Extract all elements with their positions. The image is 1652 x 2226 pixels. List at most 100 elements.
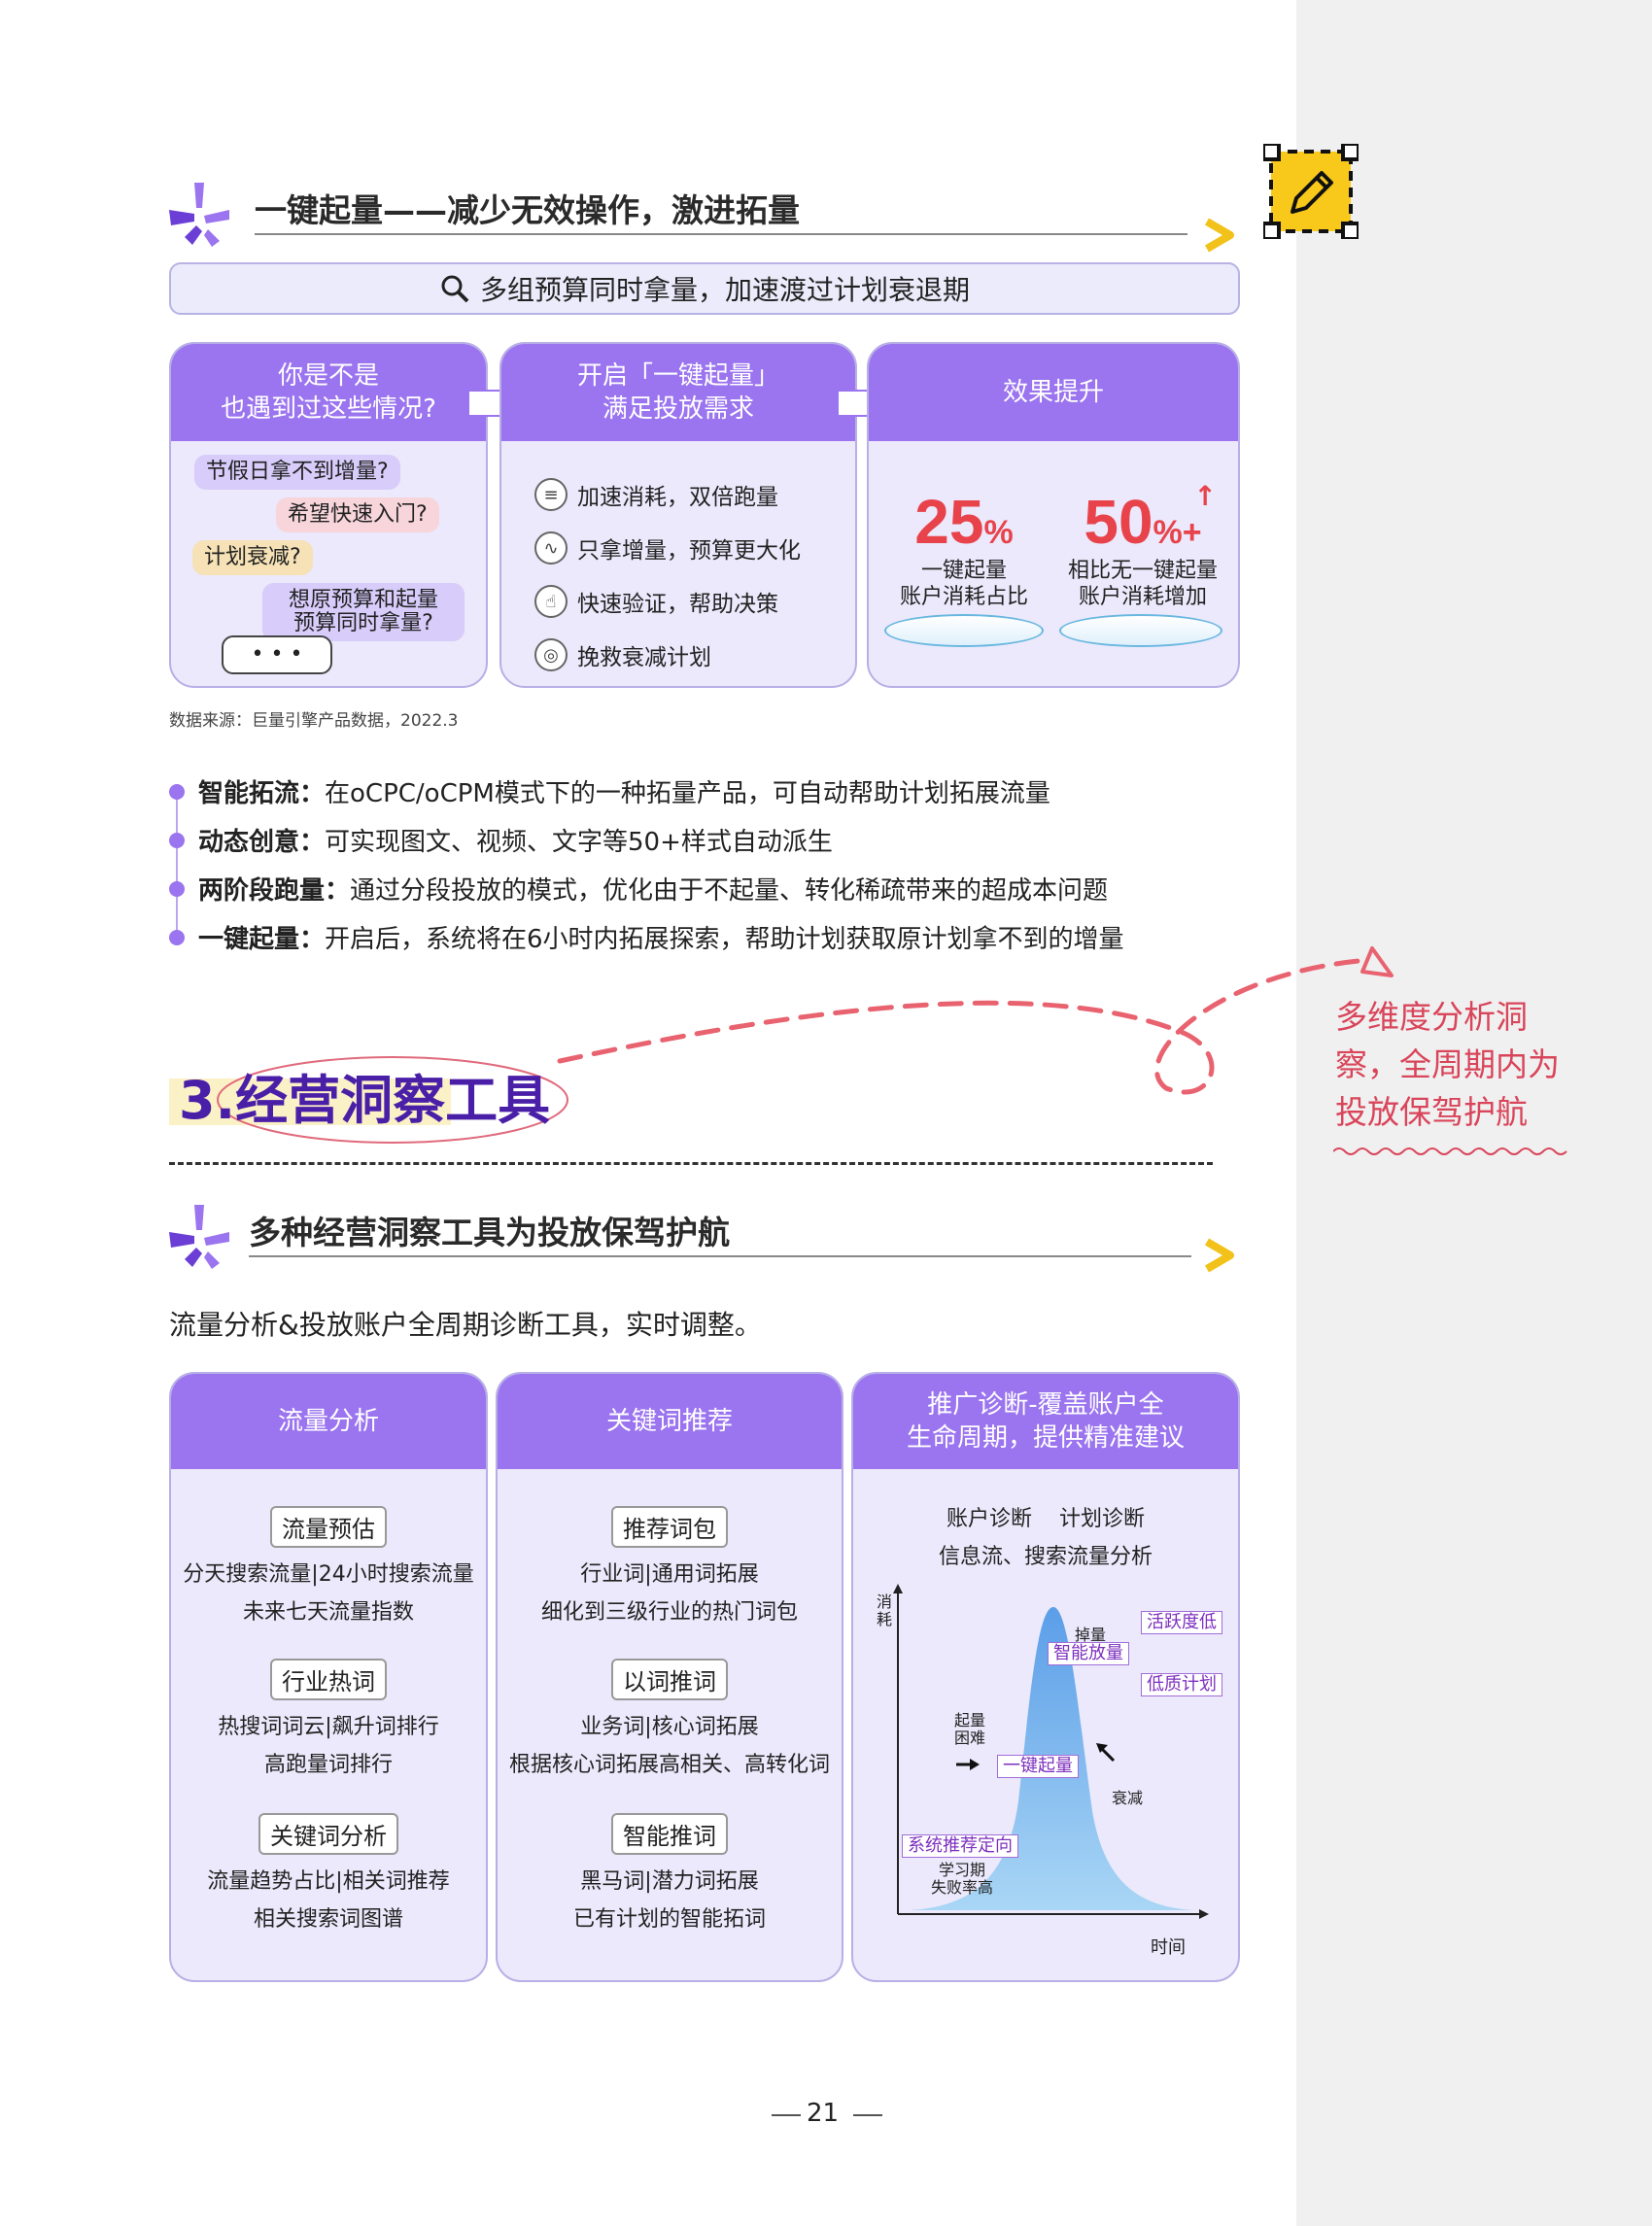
bullet-item: 一键起量：开启后，系统将在6小时内拓展探索，帮助计划获取原计划拿不到的增量 <box>169 919 1124 955</box>
chat-bubble: 想原预算和起量 <box>262 583 465 614</box>
bullet-term: 一键起量： <box>198 925 326 954</box>
keyword-card-header: 关键词推荐 <box>498 1374 842 1469</box>
feature-item: ≡ 加速消耗，双倍跑量 <box>534 478 801 511</box>
problems-card-header: 你是不是 也遇到过这些情况? <box>171 344 486 441</box>
drop-note: 掉量 <box>1075 1626 1107 1644</box>
stat-suffix: % <box>983 514 1014 551</box>
problems-heading-line1: 你是不是 <box>277 361 379 391</box>
stat-pedestal <box>884 614 1044 647</box>
feature-label: 只拿增量，预算更大化 <box>577 538 801 564</box>
bullet-text: 可实现图文、视频、文字等50+样式自动派生 <box>325 828 833 857</box>
page-number-rule-right <box>853 2114 882 2116</box>
feature-line: 根据核心词拓展高相关、高转化词 <box>508 1753 830 1777</box>
feature-line: 已有计划的智能拓词 <box>572 1907 766 1932</box>
stat-label-line1: 相比无一键起量 <box>1067 559 1218 583</box>
feature-line: 业务词|核心词拓展 <box>580 1715 759 1739</box>
edit-pencil-icon[interactable] <box>1261 142 1360 241</box>
diagnosis-heading-line1: 推广诊断-覆盖账户全 <box>927 1390 1164 1420</box>
chapter-title: 3.经营洞察工具 <box>179 1070 551 1131</box>
title-underline <box>249 1255 1191 1257</box>
bullet-text: 开启后，系统将在6小时内拓展探索，帮助计划获取原计划拿不到的增量 <box>325 925 1124 954</box>
chat-bubble: 希望快速入门? <box>276 497 439 532</box>
solution-card-header: 开启「一键起量」 满足投放需求 <box>501 344 855 441</box>
handwritten-note: 多维度分析洞 察，全周期内为 投放保驾护航 <box>1335 993 1560 1136</box>
stat-value: 25 <box>914 487 984 557</box>
traffic-analysis-card: 流量分析 流量预估 分天搜索流量|24小时搜索流量 未来七天流量指数 行业热词 … <box>169 1372 488 1982</box>
feature-tag: 关键词分析 <box>258 1813 398 1855</box>
bullet-dot <box>169 832 185 848</box>
feature-tag: 流量预估 <box>270 1506 387 1548</box>
feature-tag: 智能推词 <box>611 1813 728 1855</box>
sparkle-icon <box>165 1203 235 1273</box>
bullet-text: 通过分段投放的模式，优化由于不起量、转化稀疏带来的超成本问题 <box>350 876 1109 906</box>
note-wavy-underline <box>1332 1143 1570 1155</box>
thumbs-up-icon: ☝ <box>534 585 568 618</box>
stage-tag-smart-boost: 智能放量 <box>1048 1642 1129 1665</box>
effect-heading: 效果提升 <box>1002 378 1104 407</box>
keyword-recommend-card: 关键词推荐 推荐词包 行业词|通用词拓展 细化到三级行业的热门词包 以词推词 业… <box>496 1372 843 1982</box>
diagnosis-line: 信息流、搜索流量分析 <box>938 1545 1153 1569</box>
traffic-card-header: 流量分析 <box>171 1374 486 1469</box>
lifecycle-curve-chart: 消耗 时间 掉量 活跃度低 智能放量 低质计划 起量 困难 一键起量 衰减 系统… <box>853 1578 1238 1976</box>
feature-line: 行业词|通用词拓展 <box>580 1562 759 1587</box>
chevron-right-icon <box>1201 1236 1240 1275</box>
stage-tag-low-activity: 活跃度低 <box>1141 1611 1222 1634</box>
feature-line: 高跑量词排行 <box>263 1753 393 1777</box>
effect-card: 效果提升 25% 一键起量 账户消耗占比 50%+ ↑ 相比无一键起量 账户消耗… <box>867 342 1240 688</box>
section-title-insight-tools: 多种经营洞察工具为投放保驾护航 <box>249 1214 730 1251</box>
learning-phase-note: 学习期 失败率高 <box>931 1861 994 1897</box>
search-icon <box>439 273 470 304</box>
problems-heading-line2: 也遇到过这些情况? <box>221 394 436 424</box>
note-line: 多维度分析洞 <box>1335 998 1528 1036</box>
data-source-note: 数据来源：巨量引擎产品数据，2022.3 <box>169 711 459 731</box>
x-axis-label: 时间 <box>1151 1937 1186 1958</box>
feature-line: 热搜词词云|飙升词排行 <box>218 1715 439 1739</box>
feature-tag: 行业热词 <box>270 1659 387 1700</box>
trend-icon: ∿ <box>534 531 568 565</box>
effect-card-header: 效果提升 <box>869 344 1238 441</box>
feature-label: 快速验证，帮助决策 <box>577 592 778 617</box>
feature-tag: 推荐词包 <box>611 1506 728 1548</box>
stat-50: 50%+ ↑ 相比无一键起量 账户消耗增加 <box>1059 480 1226 647</box>
feature-line: 未来七天流量指数 <box>242 1600 414 1625</box>
title-underline <box>255 233 1187 235</box>
stat-pedestal <box>1059 614 1222 647</box>
decay-note: 衰减 <box>1112 1789 1144 1807</box>
feature-item: ∿ 只拿增量，预算更大化 <box>534 531 801 565</box>
note-line: 投放保驾护航 <box>1335 1093 1528 1131</box>
chat-bubble: 预算同时拿量? <box>262 610 465 641</box>
banner-pill: 多组预算同时拿量，加速渡过计划衰退期 <box>169 262 1240 315</box>
diagnosis-card-header: 推广诊断-覆盖账户全 生命周期，提供精准建议 <box>853 1374 1238 1469</box>
feature-item: ◎ 挽救衰减计划 <box>534 638 801 671</box>
chat-bubble: 节假日拿不到增量? <box>194 455 400 490</box>
dashed-arrow-doodle <box>554 942 1409 1117</box>
feature-line: 相关搜索词图谱 <box>253 1907 403 1932</box>
arrow-up-icon: ↑ <box>1193 480 1217 512</box>
bullet-term: 动态创意： <box>198 828 326 857</box>
chapter-highlight <box>169 1079 451 1125</box>
speed-icon: ≡ <box>534 478 568 511</box>
solution-heading-line1: 开启「一键起量」 <box>576 361 779 391</box>
stat-value: 50 <box>1084 487 1153 557</box>
feature-label: 挽救衰减计划 <box>577 645 711 670</box>
feature-line: 流量趋势占比|相关词推荐 <box>207 1869 450 1894</box>
feature-label: 加速消耗，双倍跑量 <box>577 485 778 510</box>
bullet-timeline-line <box>176 789 178 937</box>
chapter-circle-scribble <box>214 1051 571 1148</box>
y-axis-label: 消耗 <box>877 1592 893 1628</box>
bullet-dot <box>169 929 185 945</box>
stat-label-line2: 账户消耗增加 <box>1078 585 1207 609</box>
target-icon: ◎ <box>534 638 568 671</box>
diagnosis-line: 账户诊断 计划诊断 <box>946 1507 1145 1531</box>
banner-text: 多组预算同时拿量，加速渡过计划衰退期 <box>479 274 970 306</box>
bullet-item: 两阶段跑量：通过分段投放的模式，优化由于不起量、转化稀疏带来的超成本问题 <box>169 871 1108 907</box>
bullet-dot <box>169 880 185 897</box>
solution-card: 开启「一键起量」 满足投放需求 ≡ 加速消耗，双倍跑量 ∿ 只拿增量，预算更大化… <box>499 342 857 688</box>
bullet-dot <box>169 783 185 800</box>
bullet-text: 在oCPC/oCPM模式下的一种拓量产品，可自动帮助计划拓展流量 <box>325 779 1050 808</box>
stat-label-line2: 账户消耗占比 <box>899 585 1028 609</box>
stage-tag-low-quality: 低质计划 <box>1141 1673 1222 1696</box>
diagnosis-heading-line2: 生命周期，提供精准建议 <box>906 1423 1185 1453</box>
page-number: 21 <box>807 2099 840 2128</box>
stat-label-line1: 一键起量 <box>920 559 1007 583</box>
